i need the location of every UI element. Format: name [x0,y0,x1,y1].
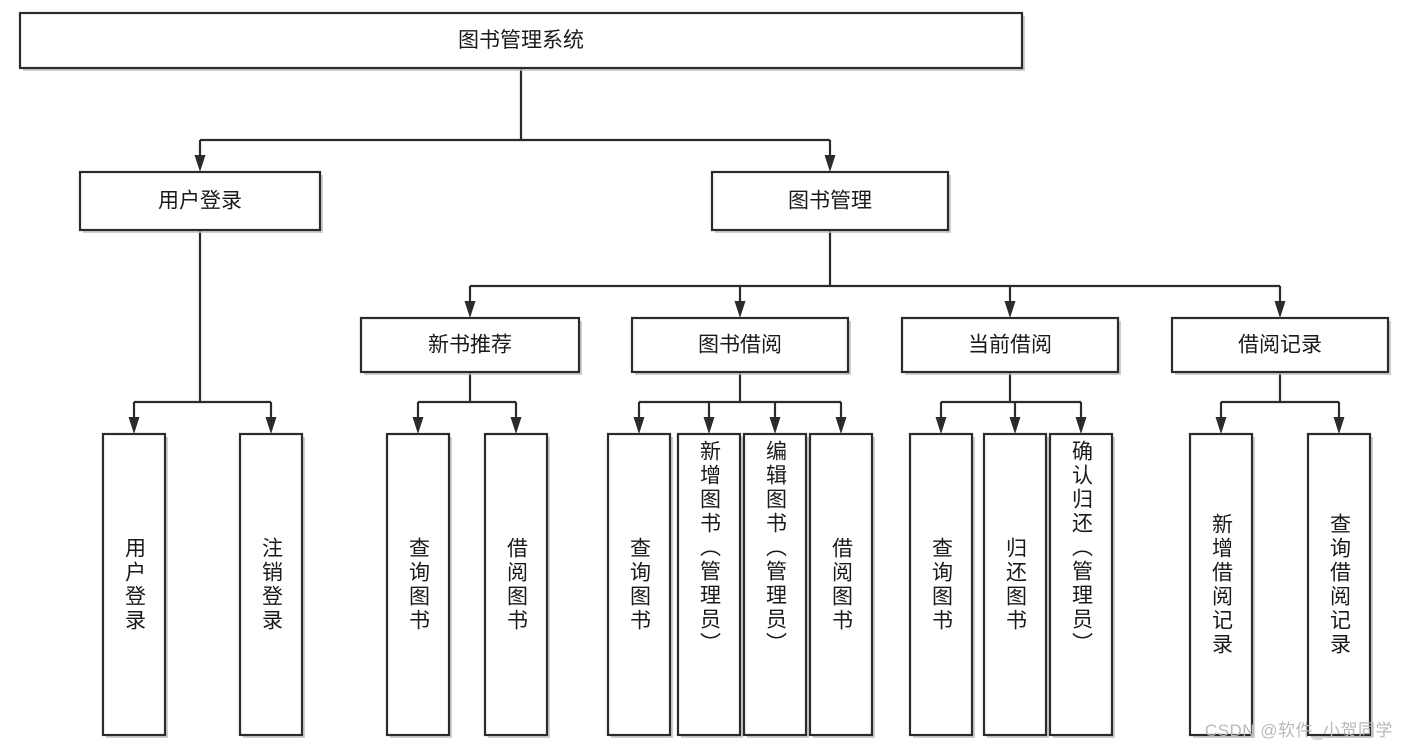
node-leaf-edit-book[interactable] [742,432,809,738]
edge-arrowhead [633,417,645,434]
node-label-root: 图书管理系统 [458,29,584,52]
node-label-borrow-record: 借阅记录 [1238,334,1322,357]
edge-arrowhead [824,155,836,172]
edge-group-new-book-rec [412,372,522,434]
edge-arrowhead [1274,301,1286,318]
node-root[interactable] [18,11,1025,71]
node-book-manage[interactable] [710,170,951,233]
node-borrow-record[interactable] [1170,316,1391,375]
edge-group-book-borrow [633,372,847,434]
edge-group-user-login [128,230,277,434]
node-leaf-query-book-1[interactable] [385,432,452,738]
node-label-book-manage: 图书管理 [788,190,872,213]
boxes-layer [18,11,1391,738]
edge-arrowhead [935,417,947,434]
edge-arrowhead [128,417,140,434]
edge-arrowhead [1075,417,1087,434]
node-new-book-rec[interactable] [359,316,582,375]
edge-group-borrow-record [1215,372,1345,434]
node-leaf-query-book-2[interactable] [606,432,673,738]
edge-arrowhead [194,155,206,172]
edge-arrowhead [769,417,781,434]
edge-arrowhead [1004,301,1016,318]
edge-arrowhead [734,301,746,318]
node-leaf-borrow-book-2[interactable] [808,432,875,738]
watermark: CSDN @软件_小贺同学 [1204,721,1393,740]
edge-arrowhead [412,417,424,434]
node-label-user-login: 用户登录 [158,190,242,213]
node-label-book-borrow: 图书借阅 [698,334,782,357]
node-leaf-user-login[interactable] [101,432,168,738]
edge-arrowhead [835,417,847,434]
node-leaf-confirm-return[interactable] [1048,432,1115,738]
edge-group-root [194,68,836,172]
node-leaf-add-record[interactable] [1188,432,1255,738]
node-label-current-borrow: 当前借阅 [968,334,1052,357]
node-leaf-query-book-3[interactable] [908,432,975,738]
node-label-new-book-rec: 新书推荐 [428,334,512,357]
edge-group-book-manage [464,230,1286,318]
node-leaf-logout[interactable] [238,432,305,738]
edge-arrowhead [510,417,522,434]
node-current-borrow[interactable] [900,316,1121,375]
edges-layer [128,68,1345,434]
edge-arrowhead [1215,417,1227,434]
edge-arrowhead [1333,417,1345,434]
edge-arrowhead [1009,417,1021,434]
node-leaf-borrow-book-1[interactable] [483,432,550,738]
edge-arrowhead [703,417,715,434]
edge-arrowhead [464,301,476,318]
node-leaf-query-record[interactable] [1306,432,1373,738]
node-leaf-add-book[interactable] [676,432,743,738]
edge-group-current-borrow [935,372,1087,434]
node-user-login[interactable] [78,170,323,233]
node-book-borrow[interactable] [630,316,851,375]
node-leaf-return-book[interactable] [982,432,1049,738]
edge-arrowhead [265,417,277,434]
